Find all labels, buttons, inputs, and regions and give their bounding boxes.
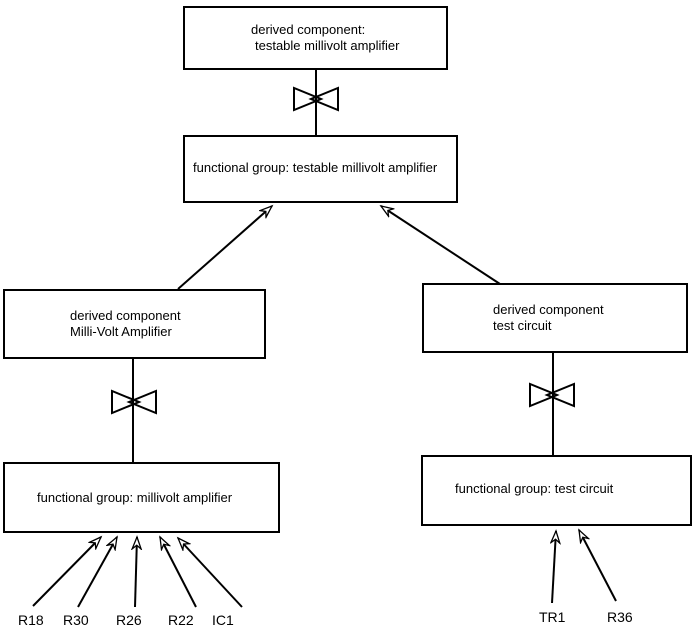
arrow-r26-to-fg-mva [135,537,137,608]
node-functional-group-millivolt-amplifier: functional group: millivolt amplifier [3,462,280,533]
arrow-tr1-to-fg-tc [552,531,556,604]
arrow-r18-to-fg-mva [32,537,101,607]
part-label-tr1: TR1 [539,609,566,625]
arrow-r36-to-fg-tc [578,530,617,602]
node-label-line1: derived component [493,302,604,317]
arrow-derived-tc-to-fg-testable [381,206,501,285]
arrow-ic1-to-fg-mva [178,538,243,608]
part-label-r18: R18 [18,612,44,628]
part-label-r22: R22 [168,612,194,628]
part-label-r30: R30 [63,612,89,628]
arrow-r30-to-fg-mva [77,537,117,608]
node-label-line1: derived component: [251,22,366,37]
node-functional-group-test-circuit: functional group: test circuit [421,455,692,526]
node-derived-component-milli-volt-amplifier: derived component Milli-Volt Amplifier [3,289,266,359]
node-label-line2: test circuit [493,318,552,333]
part-label-ic1: IC1 [212,612,234,628]
node-label-line2: Milli-Volt Amplifier [70,324,172,339]
node-label-line1: functional group: testable millivolt amp… [193,160,438,175]
node-label-line1: functional group: millivolt amplifier [37,490,233,505]
part-label-r26: R26 [116,612,142,628]
node-derived-component-testable-millivolt-amplifier: derived component: testable millivolt am… [183,6,448,70]
arrow-derived-mva-to-fg-testable [177,206,272,290]
node-label-line2: testable millivolt amplifier [255,38,400,53]
link-derived-tc-to-fg-tc [529,352,575,456]
part-label-r36: R36 [607,609,633,625]
node-derived-component-test-circuit: derived component test circuit [422,283,688,353]
arrow-r22-to-fg-mva [159,537,197,608]
bowtie-icon [293,86,339,112]
node-label-line1: functional group: test circuit [455,481,614,496]
node-functional-group-testable-millivolt-amplifier: functional group: testable millivolt amp… [183,135,458,203]
node-label-line1: derived component [70,308,181,323]
link-derived-mva-to-fg-mva [111,358,157,463]
bowtie-icon [529,382,575,408]
bowtie-icon [111,389,157,415]
link-derived-testable-to-fg-testable [293,70,339,136]
